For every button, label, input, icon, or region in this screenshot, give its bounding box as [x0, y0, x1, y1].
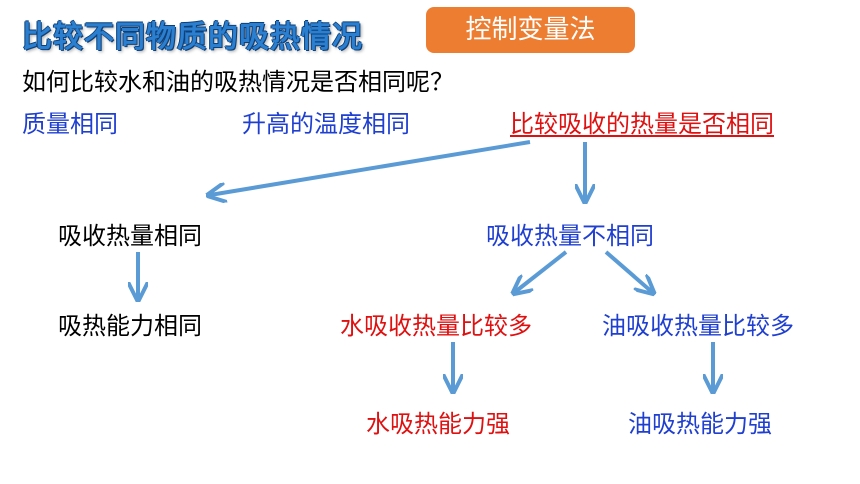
arrow-compare-to-heat-same	[210, 140, 531, 195]
method-badge: 控制变量法	[426, 7, 635, 53]
condition-mass: 质量相同	[22, 110, 118, 138]
arrow-heat-different-to-oil-more	[604, 250, 652, 292]
node-heat-same: 吸收热量相同	[58, 222, 202, 250]
page-title: 比较不同物质的吸热情况	[22, 20, 363, 55]
node-ability-same: 吸热能力相同	[58, 312, 202, 340]
node-heat-different: 吸收热量不相同	[486, 222, 654, 250]
condition-compare-heat: 比较吸收的热量是否相同	[510, 110, 774, 138]
node-water-strong: 水吸热能力强	[366, 410, 510, 438]
node-oil-more: 油吸收热量比较多	[602, 312, 794, 340]
arrow-heat-different-to-water-more	[515, 250, 568, 292]
node-water-more: 水吸收热量比较多	[340, 312, 532, 340]
question-text: 如何比较水和油的吸热情况是否相同呢？	[22, 68, 454, 96]
condition-temperature: 升高的温度相同	[242, 110, 410, 138]
node-oil-strong: 油吸热能力强	[628, 410, 772, 438]
